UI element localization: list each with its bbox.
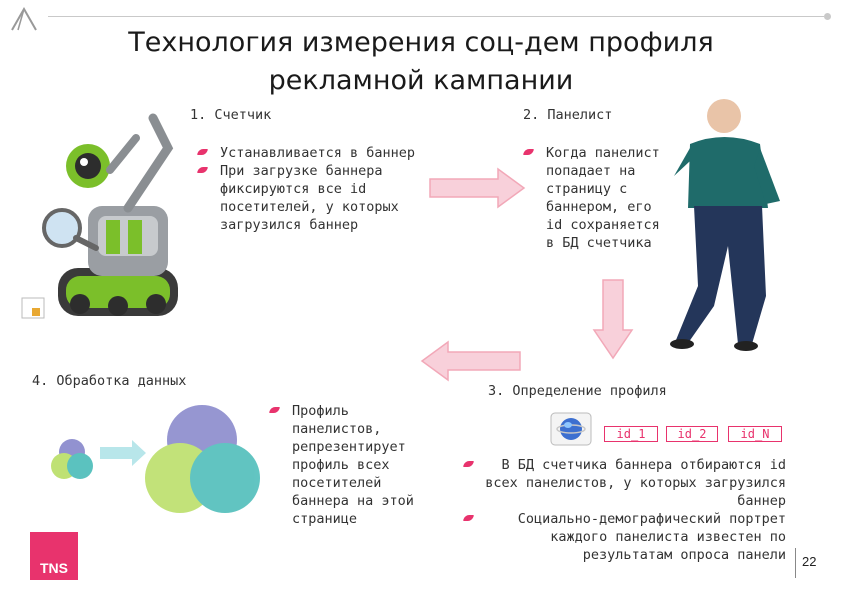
venn-large-teal [190, 443, 260, 513]
venn-arrow-icon [100, 440, 146, 466]
bullet-icon [269, 407, 280, 413]
step1-bullets: Устанавливается в баннер При загрузке ба… [220, 144, 440, 234]
step4-bullet-text: Профиль панелистов, репрезентирует профи… [292, 403, 414, 527]
step3-bullet-1-text: В БД счетчика баннера отбираются id всех… [485, 457, 786, 509]
page-number-divider [795, 548, 796, 578]
step1-bullet-1-text: Устанавливается в баннер [220, 145, 415, 161]
slide-title: Технология измерения соц-дем профиля рек… [0, 24, 842, 100]
tns-logo-text: TNS [30, 560, 78, 576]
arrow-left-icon [418, 340, 522, 382]
step4-heading: 4. Обработка данных [32, 372, 186, 390]
arrow-right-icon [428, 167, 528, 209]
id-box-n: id_N [728, 426, 782, 442]
step1-heading: 1. Счетчик [190, 106, 271, 124]
page-number: 22 [802, 554, 816, 569]
step3-bullet-2-text: Социально-демографический портрет каждог… [518, 511, 786, 563]
step3-bullet-1: В БД счетчика баннера отбираются id всех… [470, 456, 786, 510]
database-globe-icon [548, 410, 594, 448]
arrow-down-icon [592, 278, 634, 362]
venn-diagram [40, 400, 270, 530]
tns-logo: TNS [30, 532, 78, 580]
bullet-icon [197, 149, 208, 155]
slide-title-line-1: Технология измерения соц-дем профиля [0, 24, 842, 62]
panelist-person-illustration [668, 96, 798, 356]
step3-bullet-2: Социально-демографический портрет каждог… [470, 510, 786, 564]
step1-bullet-2-text: При загрузке баннера фиксируются все id … [220, 163, 399, 233]
robot-illustration [18, 108, 198, 333]
step2-bullet-text: Когда панелист попадает на страницу с ба… [546, 145, 660, 251]
slide-title-line-2: рекламной кампании [0, 62, 842, 100]
step2-heading: 2. Панелист [523, 106, 612, 124]
step3-bullets: В БД счетчика баннера отбираются id всех… [470, 456, 786, 564]
top-rule [48, 16, 824, 17]
step3-heading: 3. Определение профиля [488, 382, 667, 400]
step1-bullet-2: При загрузке баннера фиксируются все id … [220, 162, 420, 234]
venn-small-teal [67, 453, 93, 479]
id-box-1: id_1 [604, 426, 658, 442]
id-box-2: id_2 [666, 426, 718, 442]
step4-bullet: Профиль панелистов, репрезентирует профи… [292, 402, 432, 528]
bullet-icon [463, 461, 474, 467]
bullet-icon [463, 515, 474, 521]
bullet-icon [197, 167, 208, 173]
bullet-icon [523, 149, 534, 155]
top-rule-dot [824, 13, 831, 20]
step1-bullet-1: Устанавливается в баннер [220, 144, 440, 162]
step2-bullet: Когда панелист попадает на страницу с ба… [546, 144, 672, 252]
